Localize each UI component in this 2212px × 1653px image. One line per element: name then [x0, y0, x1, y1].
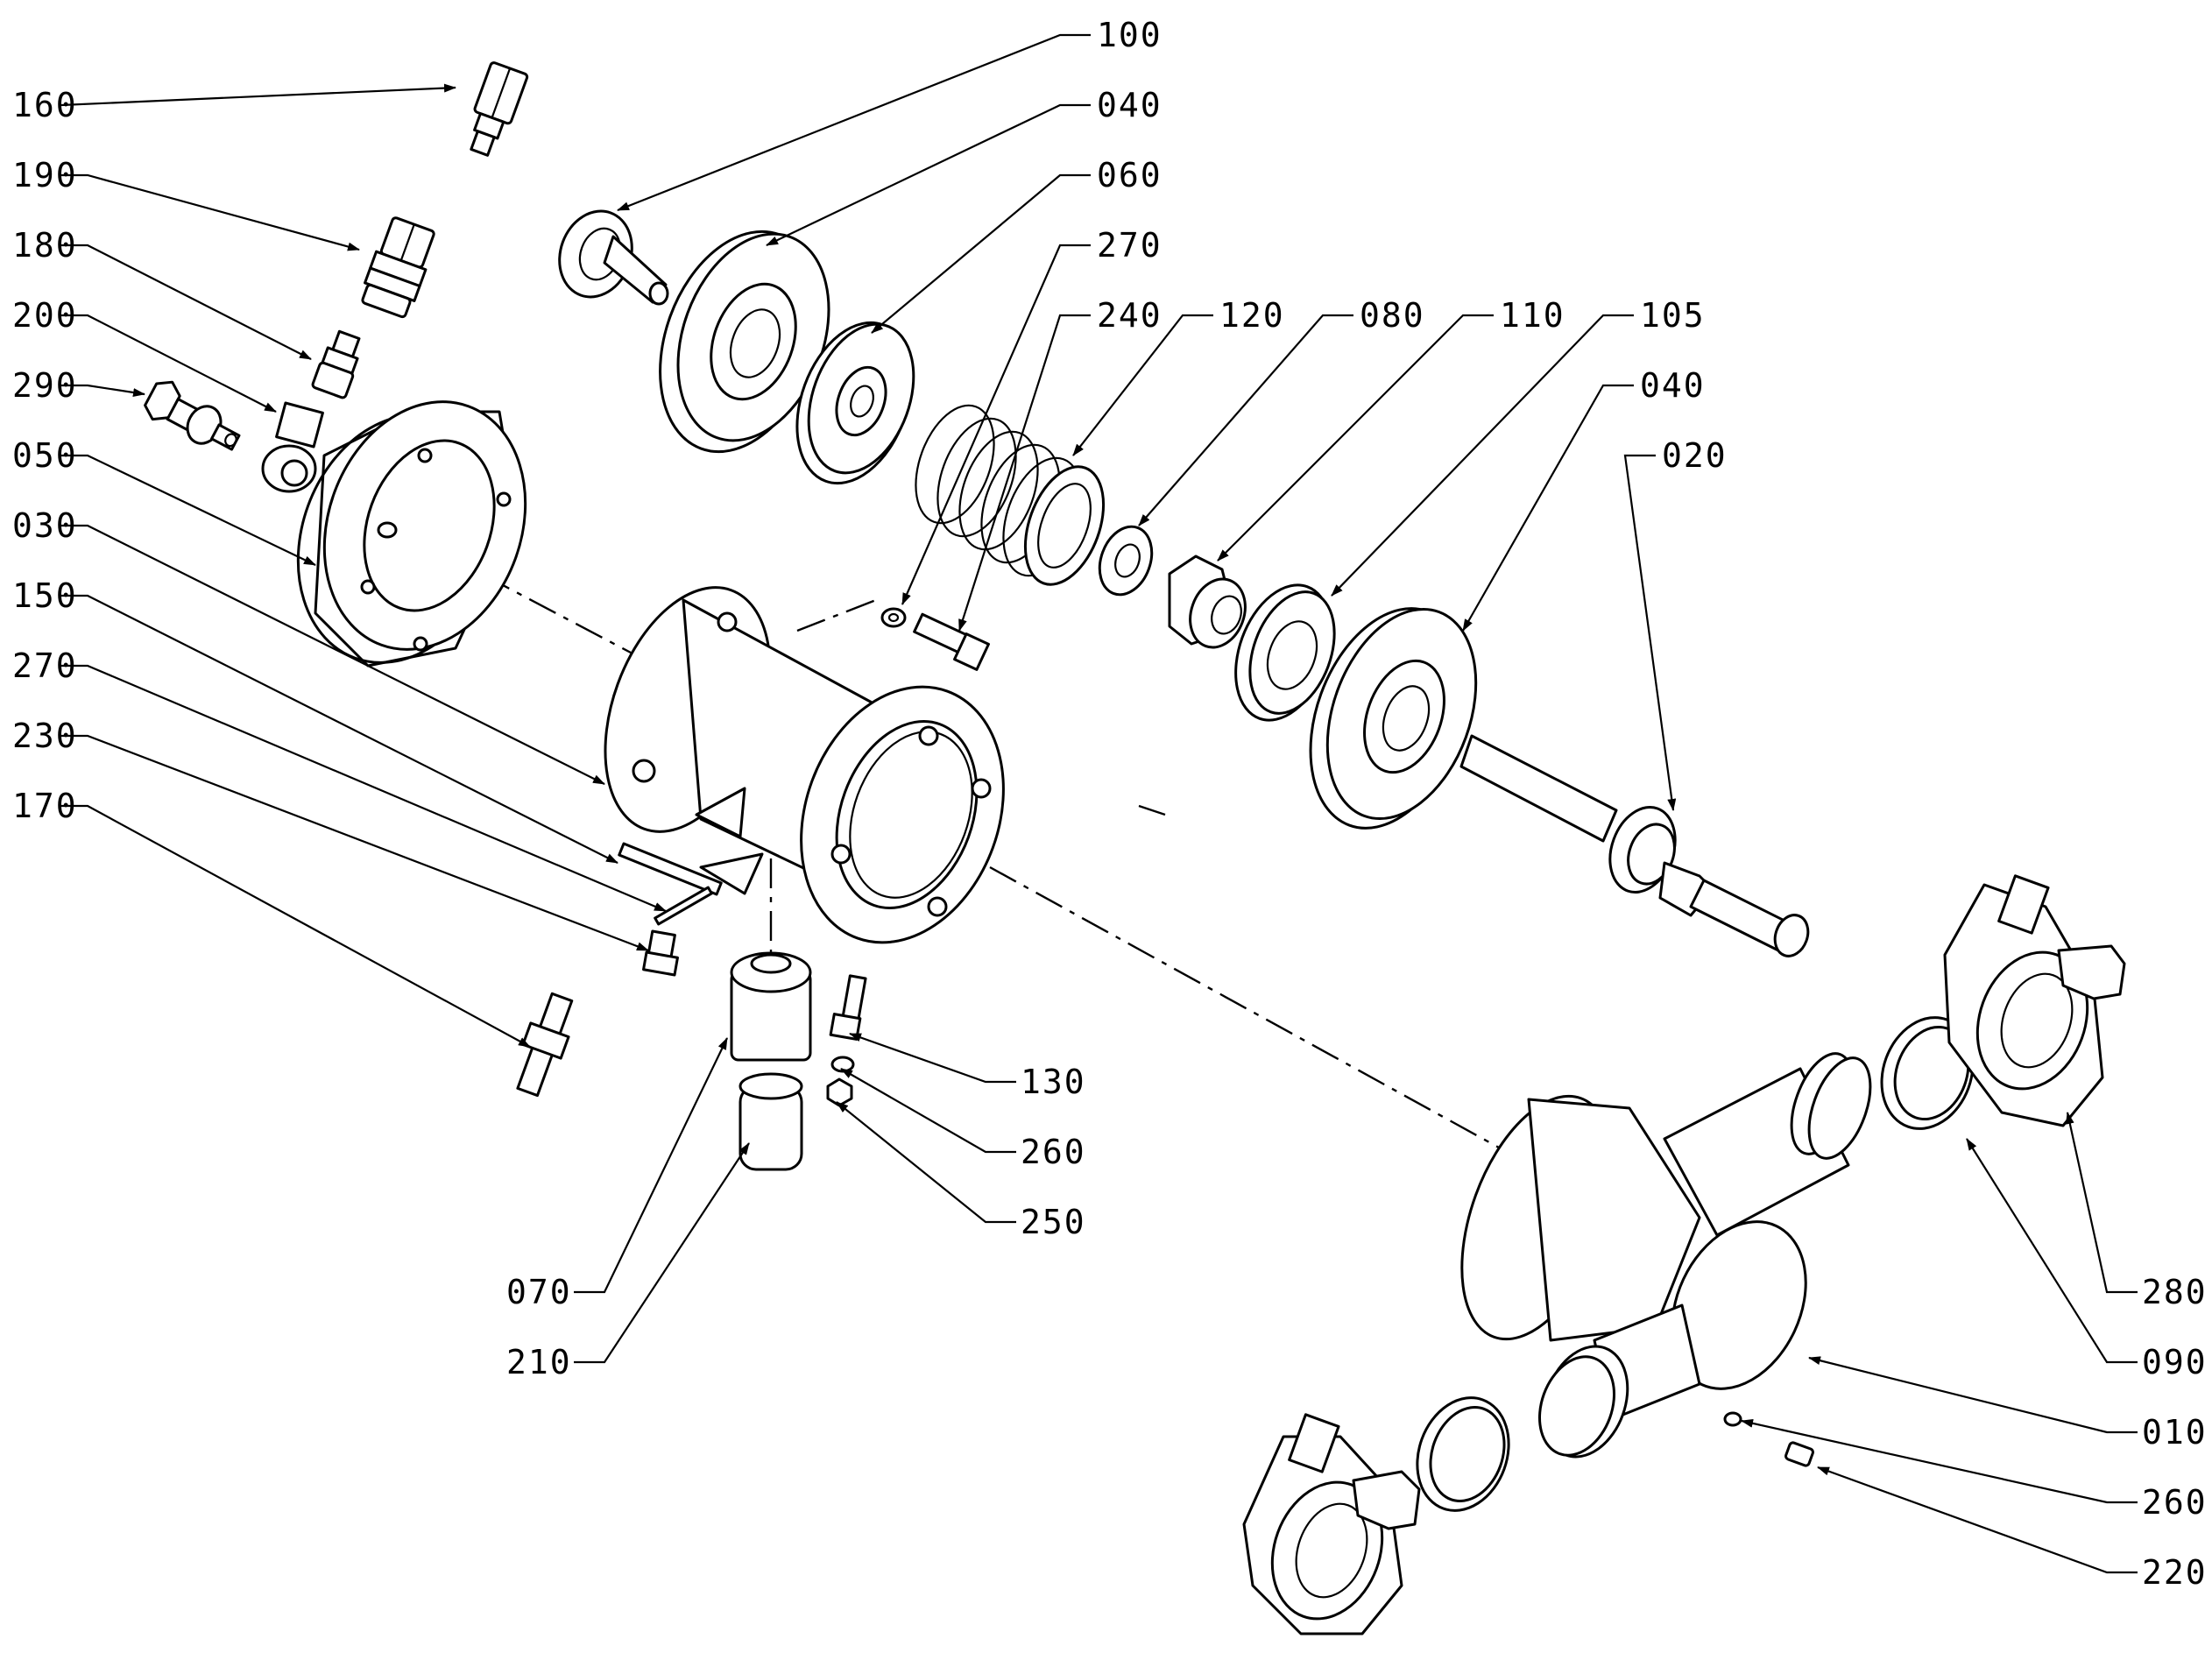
part-280-clamp-left [1242, 1413, 1421, 1635]
callout-080: 080 [1360, 296, 1425, 335]
part-130-stud [829, 974, 867, 1041]
part-090-gasket-left [1416, 1396, 1510, 1512]
callout-030: 030 [12, 506, 78, 545]
callout-020: 020 [1662, 436, 1728, 475]
leader-lines [60, 33, 2138, 1574]
callout-060: 060 [1097, 156, 1163, 194]
callout-260-right: 260 [2142, 1483, 2208, 1522]
part-030-housing [604, 586, 1005, 944]
part-290-fitting [144, 380, 241, 451]
callout-100-top: 100 [1097, 16, 1163, 54]
part-270-washer-top [880, 607, 907, 628]
part-110-bearing [1234, 583, 1336, 722]
callout-240: 240 [1097, 296, 1163, 335]
callout-200: 200 [12, 296, 78, 335]
part-020-shaft [1459, 734, 1810, 957]
callout-170: 170 [12, 787, 78, 825]
part-260-washer-right [1723, 1411, 1742, 1427]
part-160-sensor [470, 61, 529, 157]
part-210-plunger [739, 1072, 803, 1171]
center-lines [389, 524, 1508, 1154]
callout-120: 120 [1219, 296, 1285, 335]
callout-290: 290 [12, 366, 78, 405]
part-010-tee-body [1460, 1052, 1872, 1459]
callout-270-left: 270 [12, 646, 78, 685]
callout-220: 220 [2142, 1553, 2208, 1592]
callout-labels: 100 040 060 270 240 120 080 110 105 040 … [12, 16, 2208, 1592]
part-200-elbow [261, 401, 324, 493]
callout-040-right: 040 [1640, 366, 1706, 405]
part-080-nut [1168, 555, 1247, 649]
part-170-connector [516, 992, 574, 1098]
callout-260-mid: 260 [1021, 1133, 1086, 1171]
callout-040-top: 040 [1097, 86, 1163, 124]
part-bolt-top [913, 612, 990, 671]
part-270-pin [654, 886, 713, 926]
part-280-clamp-right [1943, 874, 2126, 1127]
callout-110: 110 [1500, 296, 1565, 335]
part-070-body [730, 951, 812, 1062]
part-190-adapter [361, 216, 435, 319]
part-240-spring [915, 404, 1106, 586]
callout-150: 150 [12, 576, 78, 615]
callout-280: 280 [2142, 1273, 2208, 1311]
part-040-seal-right [1309, 607, 1478, 830]
callout-180: 180 [12, 226, 78, 265]
callout-190: 190 [12, 156, 78, 194]
callout-090: 090 [2142, 1343, 2208, 1381]
part-180-nipple [311, 329, 361, 399]
callout-270-top: 270 [1097, 226, 1163, 265]
callout-160: 160 [12, 86, 78, 124]
part-230-screw [642, 929, 679, 977]
callout-070: 070 [506, 1273, 572, 1311]
part-150-key [618, 842, 723, 896]
part-060-disc [795, 321, 915, 485]
part-100-disc-shaft [558, 209, 669, 306]
callout-210: 210 [506, 1343, 572, 1381]
callout-250: 250 [1021, 1203, 1086, 1241]
part-040-seal-top [659, 230, 830, 454]
part-220-plug [1784, 1441, 1814, 1467]
callout-105: 105 [1640, 296, 1706, 335]
part-050-flange [296, 400, 527, 668]
callout-050: 050 [12, 436, 78, 475]
callout-230: 230 [12, 717, 78, 755]
callout-130: 130 [1021, 1063, 1086, 1101]
part-120-ring [1098, 525, 1154, 597]
part-250-nut [826, 1077, 853, 1107]
callout-010: 010 [2142, 1413, 2208, 1452]
